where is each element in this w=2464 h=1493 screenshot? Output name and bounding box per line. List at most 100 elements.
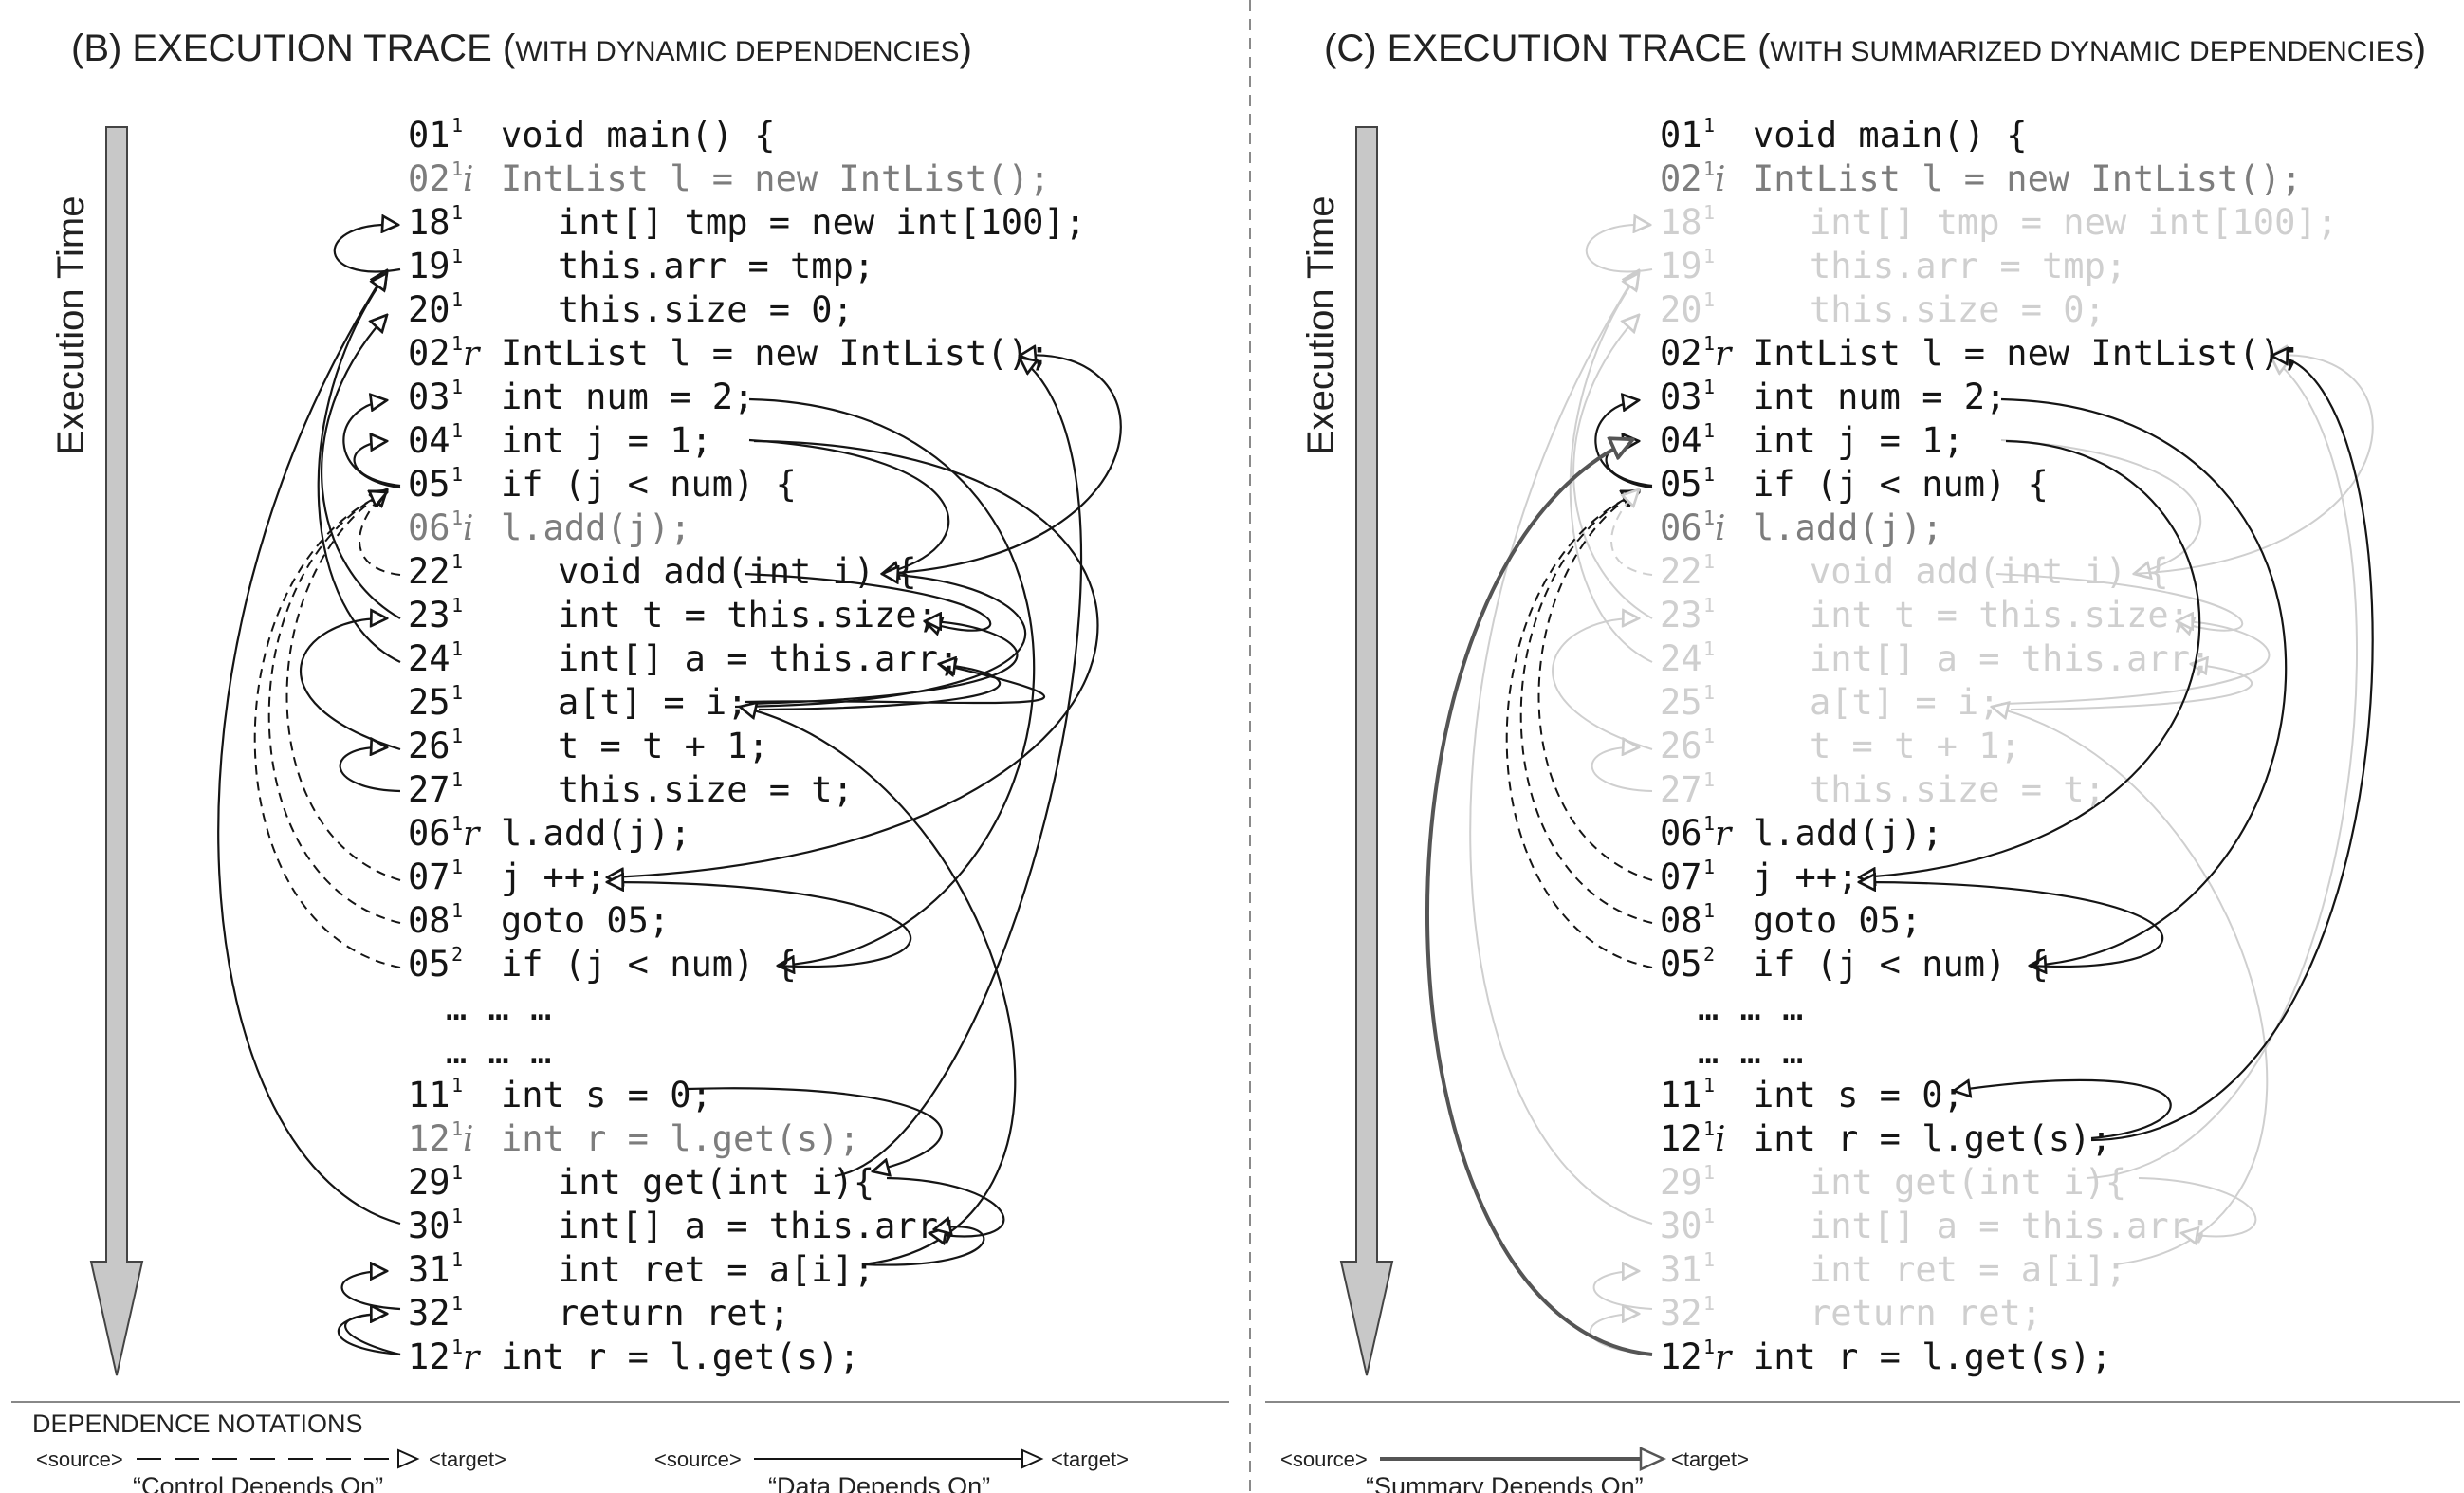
code-text: if (j < num) {	[1753, 464, 2049, 505]
instance-superscript: 1	[451, 1336, 463, 1358]
panel-c-control-edges	[1505, 490, 1653, 968]
line-number: 18	[408, 202, 451, 243]
code-text: l.add(j);	[501, 507, 690, 548]
panel-b-edges	[217, 225, 1122, 1356]
trace-line: … … …	[1698, 1031, 1803, 1072]
line-number: 11	[1660, 1075, 1702, 1115]
code-text: int[] tmp = new int[100];	[1810, 202, 2338, 243]
svg-text:<source>: <source>	[654, 1447, 742, 1471]
line-number: 04	[408, 420, 451, 461]
line-number: 19	[1660, 246, 1702, 286]
code-text: int r = l.get(s);	[501, 1118, 860, 1159]
call-tag: i	[1715, 509, 1726, 548]
notations-title: DEPENDENCE NOTATIONS	[32, 1410, 363, 1438]
instance-superscript: 1	[1703, 376, 1715, 398]
call-tag: i	[463, 1120, 474, 1159]
code-text: int t = this.size;	[1810, 595, 2190, 636]
panel-c-summary-edge	[1425, 440, 1653, 1356]
instance-superscript: 1	[1703, 1117, 1715, 1140]
line-number: 08	[408, 900, 451, 941]
line-number: 18	[1660, 202, 1702, 243]
instance-superscript: 2	[451, 943, 463, 966]
call-tag: i	[1715, 160, 1726, 199]
svg-text:<target>: <target>	[429, 1447, 506, 1471]
code-text: if (j < num) {	[501, 464, 797, 505]
code-text: l.add(j);	[1753, 813, 1942, 854]
line-number: 05	[408, 464, 451, 505]
line-number: 03	[408, 377, 451, 417]
code-text: l.add(j);	[501, 813, 690, 854]
code-text: this.size = t;	[1810, 769, 2105, 810]
call-tag: r	[463, 335, 481, 374]
code-text: t = t + 1;	[558, 726, 769, 766]
line-number: 20	[1660, 289, 1702, 330]
instance-superscript: 1	[451, 1205, 463, 1227]
line-number: 26	[408, 726, 451, 766]
svg-text:<source>: <source>	[36, 1447, 123, 1471]
call-tag: r	[1715, 335, 1733, 374]
code-text: int s = 0;	[1753, 1075, 1964, 1115]
line-number: 20	[408, 289, 451, 330]
line-number: 32	[408, 1293, 451, 1334]
svg-text:<target>: <target>	[1051, 1447, 1129, 1471]
instance-superscript: 1	[451, 1161, 463, 1184]
instance-superscript: 1	[1703, 637, 1715, 660]
line-number: 24	[408, 638, 451, 679]
code-text: t = t + 1;	[1810, 726, 2021, 766]
instance-superscript: 1	[1703, 899, 1715, 922]
code-text: int r = l.get(s);	[501, 1336, 860, 1377]
line-number: 06	[408, 813, 451, 854]
svg-text:<target>: <target>	[1671, 1447, 1749, 1471]
instance-superscript: 1	[451, 768, 463, 791]
line-number: 08	[1660, 900, 1702, 941]
line-number: 04	[1660, 420, 1702, 461]
instance-superscript: 1	[1703, 1292, 1715, 1315]
code-text: void main() {	[501, 115, 776, 156]
code-text: void add(int i) {	[558, 551, 917, 592]
instance-superscript: 1	[451, 201, 463, 224]
instance-superscript: 1	[451, 419, 463, 442]
instance-superscript: 1	[451, 637, 463, 660]
code-text: goto 05;	[1753, 900, 1922, 941]
data-notation: <source> <target> “Data Depends On”	[654, 1447, 1129, 1493]
code-text: int j = 1;	[1753, 420, 1964, 461]
line-number: 30	[408, 1206, 451, 1246]
line-number: 06	[1660, 813, 1702, 854]
instance-superscript: 1	[1703, 1205, 1715, 1227]
line-number: 02	[408, 158, 451, 199]
instance-superscript: 1	[1703, 812, 1715, 835]
instance-superscript: 1	[1703, 550, 1715, 573]
code-text: this.arr = tmp;	[558, 246, 874, 286]
line-number: 05	[1660, 464, 1702, 505]
instance-superscript: 1	[1703, 507, 1715, 529]
code-text: if (j < num) {	[1753, 944, 2049, 985]
control-notation: <source> <target> “Control Depends On”	[36, 1447, 506, 1493]
line-number: 31	[408, 1249, 451, 1290]
code-text: IntList l = new IntList();	[1753, 158, 2302, 199]
code-text: this.size = 0;	[1810, 289, 2105, 330]
call-tag: i	[463, 509, 474, 548]
